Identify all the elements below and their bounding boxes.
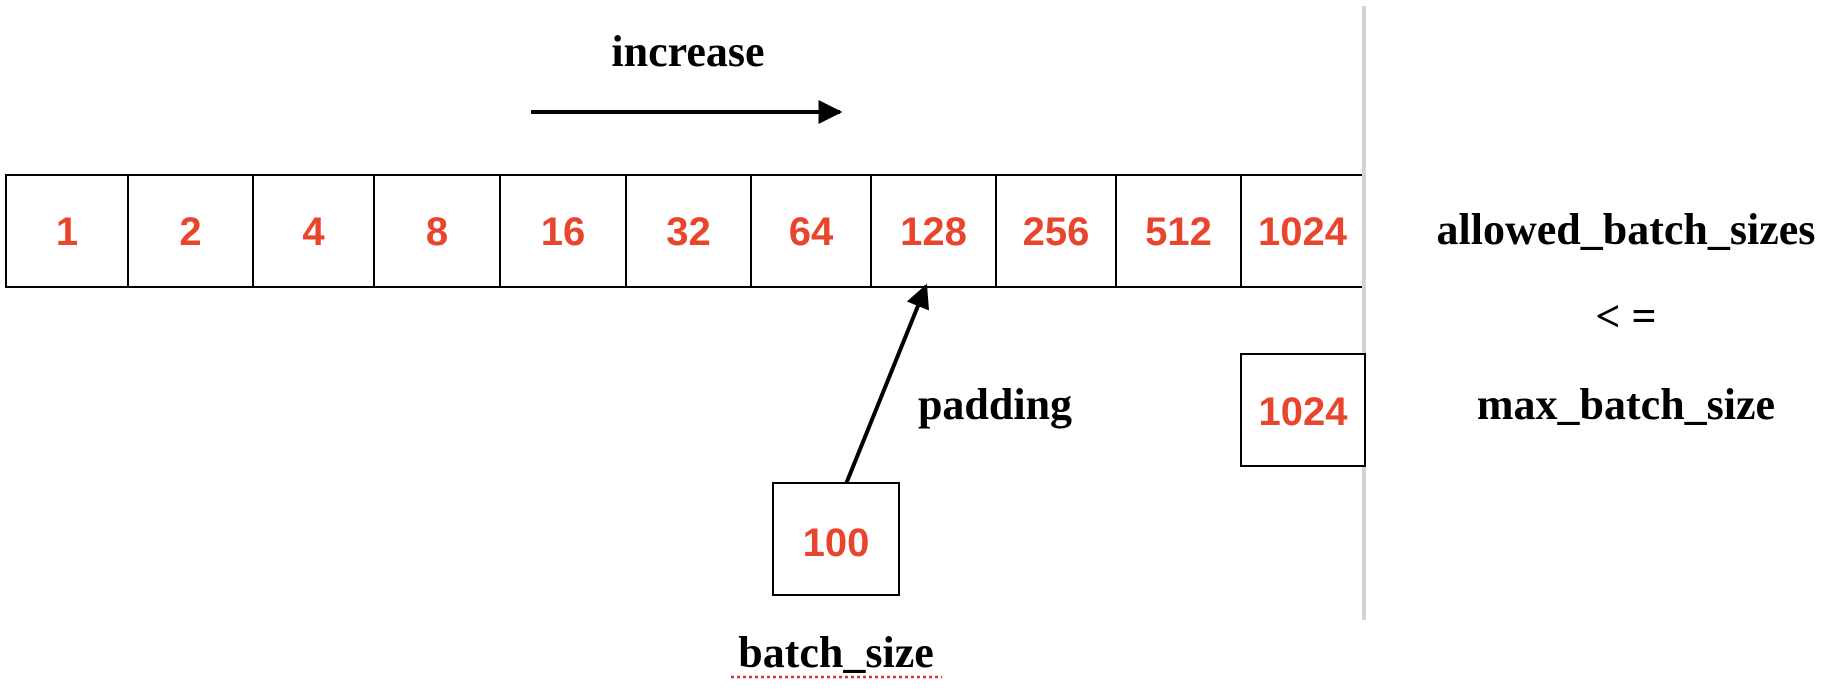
batch-size-cell-value: 512	[1145, 210, 1212, 254]
batch-size-cell-box	[995, 174, 1117, 288]
batch-size-cell-value: 1	[56, 210, 78, 254]
batch-size-cell-value: 2	[179, 210, 201, 254]
less-equal-operator: < =	[1595, 292, 1656, 341]
batch-size-cell: 1024	[1240, 174, 1365, 288]
batch-size-cell-value: 256	[1023, 210, 1090, 254]
padding-label: padding	[918, 380, 1072, 429]
batch-size-cell-box	[1115, 174, 1242, 288]
batch-size-cell-box	[127, 174, 254, 288]
batch-size-cell-value: 4	[302, 210, 325, 254]
batch-size-cell: 128	[870, 174, 997, 288]
batch-size-cell: 512	[1115, 174, 1242, 288]
increase-label: increase	[611, 27, 764, 76]
batch-size-cell: 32	[625, 174, 752, 288]
batch-size-cell: 4	[252, 174, 375, 288]
batch-size-cell: 256	[995, 174, 1117, 288]
batch-size-cell-box	[1240, 174, 1365, 288]
padding-arrow	[844, 283, 930, 485]
max-batch-size-label: max_batch_size	[1477, 380, 1775, 429]
batch-size-cell-value: 16	[541, 210, 586, 254]
batch-size-cell-box	[625, 174, 752, 288]
batch-size-box: 100	[772, 482, 900, 596]
batch-size-cell-value: 64	[789, 210, 834, 254]
batch-size-cell: 16	[499, 174, 627, 288]
batch-size-label: batch_size	[738, 628, 934, 677]
batch-size-value: 100	[803, 521, 870, 565]
batch-size-cell: 8	[373, 174, 501, 288]
max-batch-value: 1024	[1259, 390, 1349, 434]
batch-size-cell-value: 8	[426, 210, 448, 254]
batch-size-cell-value: 1024	[1258, 210, 1348, 254]
batch-size-cell-value: 32	[666, 210, 711, 254]
max-batch-box: 1024	[1240, 353, 1366, 467]
batch-size-cell-box	[252, 174, 375, 288]
batch-size-cell: 1	[5, 174, 129, 288]
batch-size-cell: 2	[127, 174, 254, 288]
allowed-batch-sizes-row: 1 2 4 8 16 32 64 128 256 512 1024	[5, 174, 1365, 288]
batch-size-cell: 64	[750, 174, 872, 288]
allowed-batch-sizes-label: allowed_batch_sizes	[1437, 205, 1816, 254]
batch-size-cell-value: 128	[900, 210, 967, 254]
